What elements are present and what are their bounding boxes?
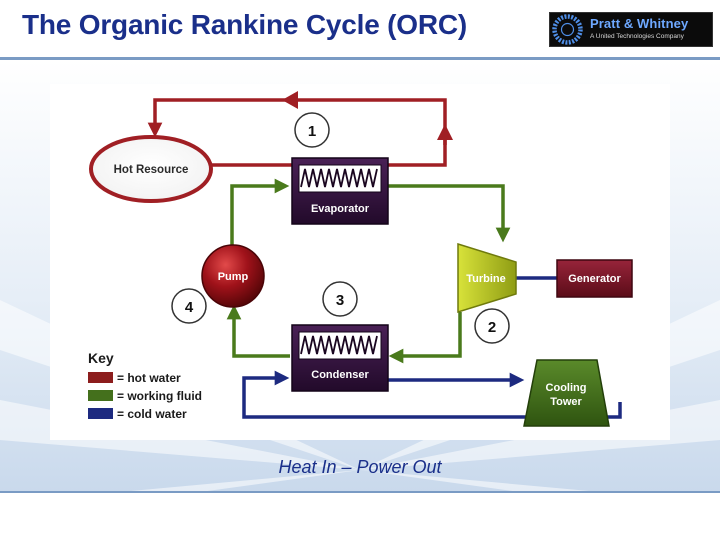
footer-divider: [0, 491, 720, 493]
cooling-tower-label-line2: Tower: [550, 396, 582, 408]
cooling-tower: Cooling Tower: [523, 359, 610, 427]
fluid-turbine-to-condenser: [388, 312, 462, 364]
pump: Pump: [201, 244, 265, 308]
hot-water-top-line: [147, 98, 447, 145]
fluid-evaporator-to-turbine: [388, 184, 511, 243]
evaporator: Evaporator: [291, 157, 389, 225]
hot-water-loop: [147, 91, 453, 167]
step-marker-3-label: 3: [336, 292, 344, 309]
company-logo: Pratt & Whitney A United Technologies Co…: [549, 12, 713, 47]
title-divider: [0, 57, 720, 60]
key-item-hot-water: = hot water: [88, 371, 181, 385]
key-label-hot-water: = hot water: [117, 371, 181, 385]
turbine-ring-icon: [552, 14, 583, 45]
key-swatch-hot-water: [88, 372, 113, 383]
slide-caption: Heat In – Power Out: [278, 457, 442, 477]
evaporator-coil: [300, 168, 378, 188]
slide-title: The Organic Rankine Cycle (ORC): [22, 9, 468, 40]
generator: Generator: [556, 259, 633, 298]
step-marker-2: 2: [474, 308, 510, 344]
condenser-label: Condenser: [311, 369, 369, 381]
pump-label: Pump: [218, 271, 249, 283]
key-label-cold-water: = cold water: [117, 407, 187, 421]
key-item-cold-water: = cold water: [88, 407, 187, 421]
key-swatch-cold-water: [88, 408, 113, 419]
hot-resource: Hot Resource: [89, 135, 213, 203]
fluid-pump-to-evaporator: [230, 178, 290, 248]
step-marker-2-label: 2: [488, 319, 496, 336]
condenser-coil: [300, 335, 378, 355]
turbine-label: Turbine: [466, 273, 506, 285]
cold-water-tower-return: [242, 370, 622, 419]
cooling-tower-label-line1: Cooling: [546, 382, 587, 394]
key-item-working-fluid: = working fluid: [88, 389, 202, 403]
key-label-working-fluid: = working fluid: [117, 389, 202, 403]
diagram-key: Key = hot water = working fluid = cold w…: [88, 350, 202, 421]
fluid-condenser-to-pump: [226, 304, 290, 358]
cold-water-loop: [242, 276, 622, 419]
hot-water-return-line: [210, 137, 447, 167]
background-white-bottom: [0, 493, 720, 540]
evaporator-label: Evaporator: [311, 203, 370, 215]
step-marker-4: 4: [171, 288, 207, 324]
key-title: Key: [88, 350, 114, 366]
logo-wordmark: Pratt & Whitney: [590, 16, 689, 31]
step-marker-1-label: 1: [308, 123, 316, 140]
hot-water-top-arrowhead: [282, 91, 298, 109]
condenser: Condenser: [291, 324, 389, 392]
step-marker-3: 3: [322, 281, 358, 317]
step-marker-1: 1: [294, 112, 330, 148]
step-marker-4-label: 4: [185, 299, 194, 316]
turbine: Turbine: [457, 242, 517, 314]
logo-tagline: A United Technologies Company: [590, 33, 684, 40]
hot-water-return-arrowhead: [437, 124, 453, 140]
key-swatch-working-fluid: [88, 390, 113, 401]
working-fluid-loop: [226, 178, 511, 364]
generator-label: Generator: [568, 273, 621, 285]
hot-resource-label: Hot Resource: [114, 164, 189, 176]
